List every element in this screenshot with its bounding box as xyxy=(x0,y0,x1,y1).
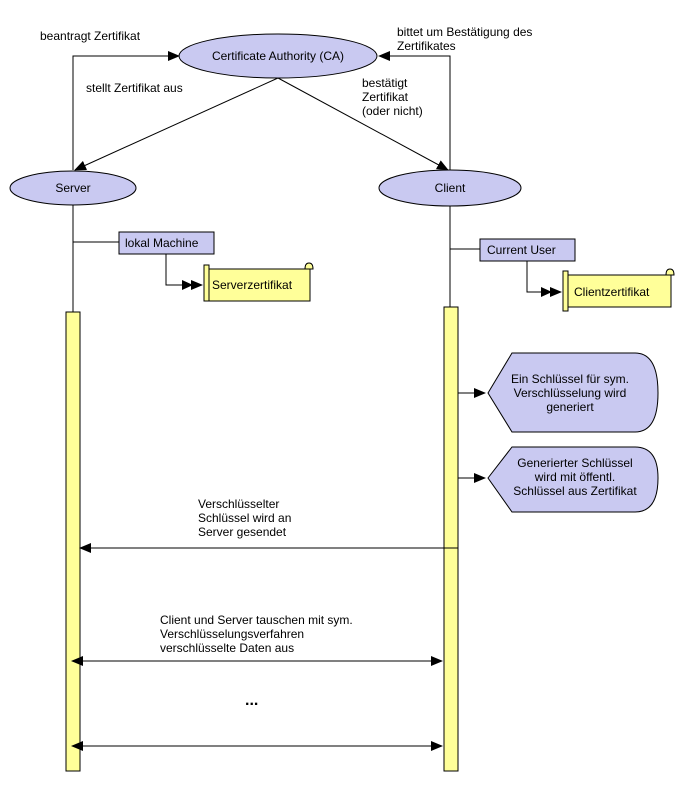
encrypt-key-line-3: Schlüssel aus Zertifikat xyxy=(513,484,637,498)
client-cert-label: Clientzertifikat xyxy=(574,285,650,299)
local-machine-cert-arrow-head2 xyxy=(182,280,193,290)
server-label: Server xyxy=(55,181,90,195)
current-user-label: Current User xyxy=(487,243,556,257)
gen-key-line-2: Verschlüsselung wird xyxy=(514,386,627,400)
gen-key-line-3: generiert xyxy=(546,400,594,414)
gen-key-line-1: Ein Schlüssel für sym. xyxy=(511,372,629,386)
exchange-line-1: Client und Server tauschen mit sym. xyxy=(160,613,353,627)
current-user-cert-arrow-head2 xyxy=(541,287,552,297)
client-cert-scroll xyxy=(562,268,675,312)
send-key-line-1: Verschlüsselter xyxy=(198,497,279,511)
confirm-label-2: Zertifikat xyxy=(362,90,409,104)
confirm-label-1: bestätigt xyxy=(362,76,408,90)
local-machine-cert-arrow xyxy=(165,254,203,290)
confirm-arrow xyxy=(277,77,449,171)
exchange-line-3: verschlüsselte Daten aus xyxy=(160,641,294,655)
gen-key-shape xyxy=(487,352,659,433)
send-key-line-3: Server gesendet xyxy=(198,525,287,539)
issue-cert-label: stellt Zertifikat aus xyxy=(86,81,183,95)
server-cert-scroll xyxy=(203,262,314,302)
ask-confirm-arrow xyxy=(378,51,451,170)
ask-confirm-label-2: Zertifikates xyxy=(397,39,456,53)
encrypt-key-line-1: Generierter Schlüssel xyxy=(517,456,632,470)
local-machine-label: lokal Machine xyxy=(125,236,199,250)
server-node xyxy=(9,170,137,206)
encrypt-key-line-2: wird mit öffentl. xyxy=(534,470,615,484)
current-user-cert-arrow xyxy=(526,261,562,297)
request-cert-arrow xyxy=(72,51,180,170)
server-cert-label: Serverzertifikat xyxy=(212,278,293,292)
issue-cert-arrow xyxy=(74,77,279,171)
ellipsis: ... xyxy=(245,692,258,709)
encrypt-key-shape xyxy=(487,446,659,513)
server-activation-bar xyxy=(65,311,81,772)
client-label: Client xyxy=(435,181,466,195)
confirm-label-3: (oder nicht) xyxy=(362,104,423,118)
ask-confirm-label-1: bittet um Bestätigung des xyxy=(397,25,532,39)
client-activation-bar xyxy=(443,306,459,772)
request-cert-label: beantragt Zertifikat xyxy=(40,29,141,43)
exchange-line-2: Verschlüsselungsverfahren xyxy=(160,627,304,641)
send-key-line-2: Schlüssel wird an xyxy=(198,511,291,525)
ca-label: Certificate Authority (CA) xyxy=(212,49,344,63)
